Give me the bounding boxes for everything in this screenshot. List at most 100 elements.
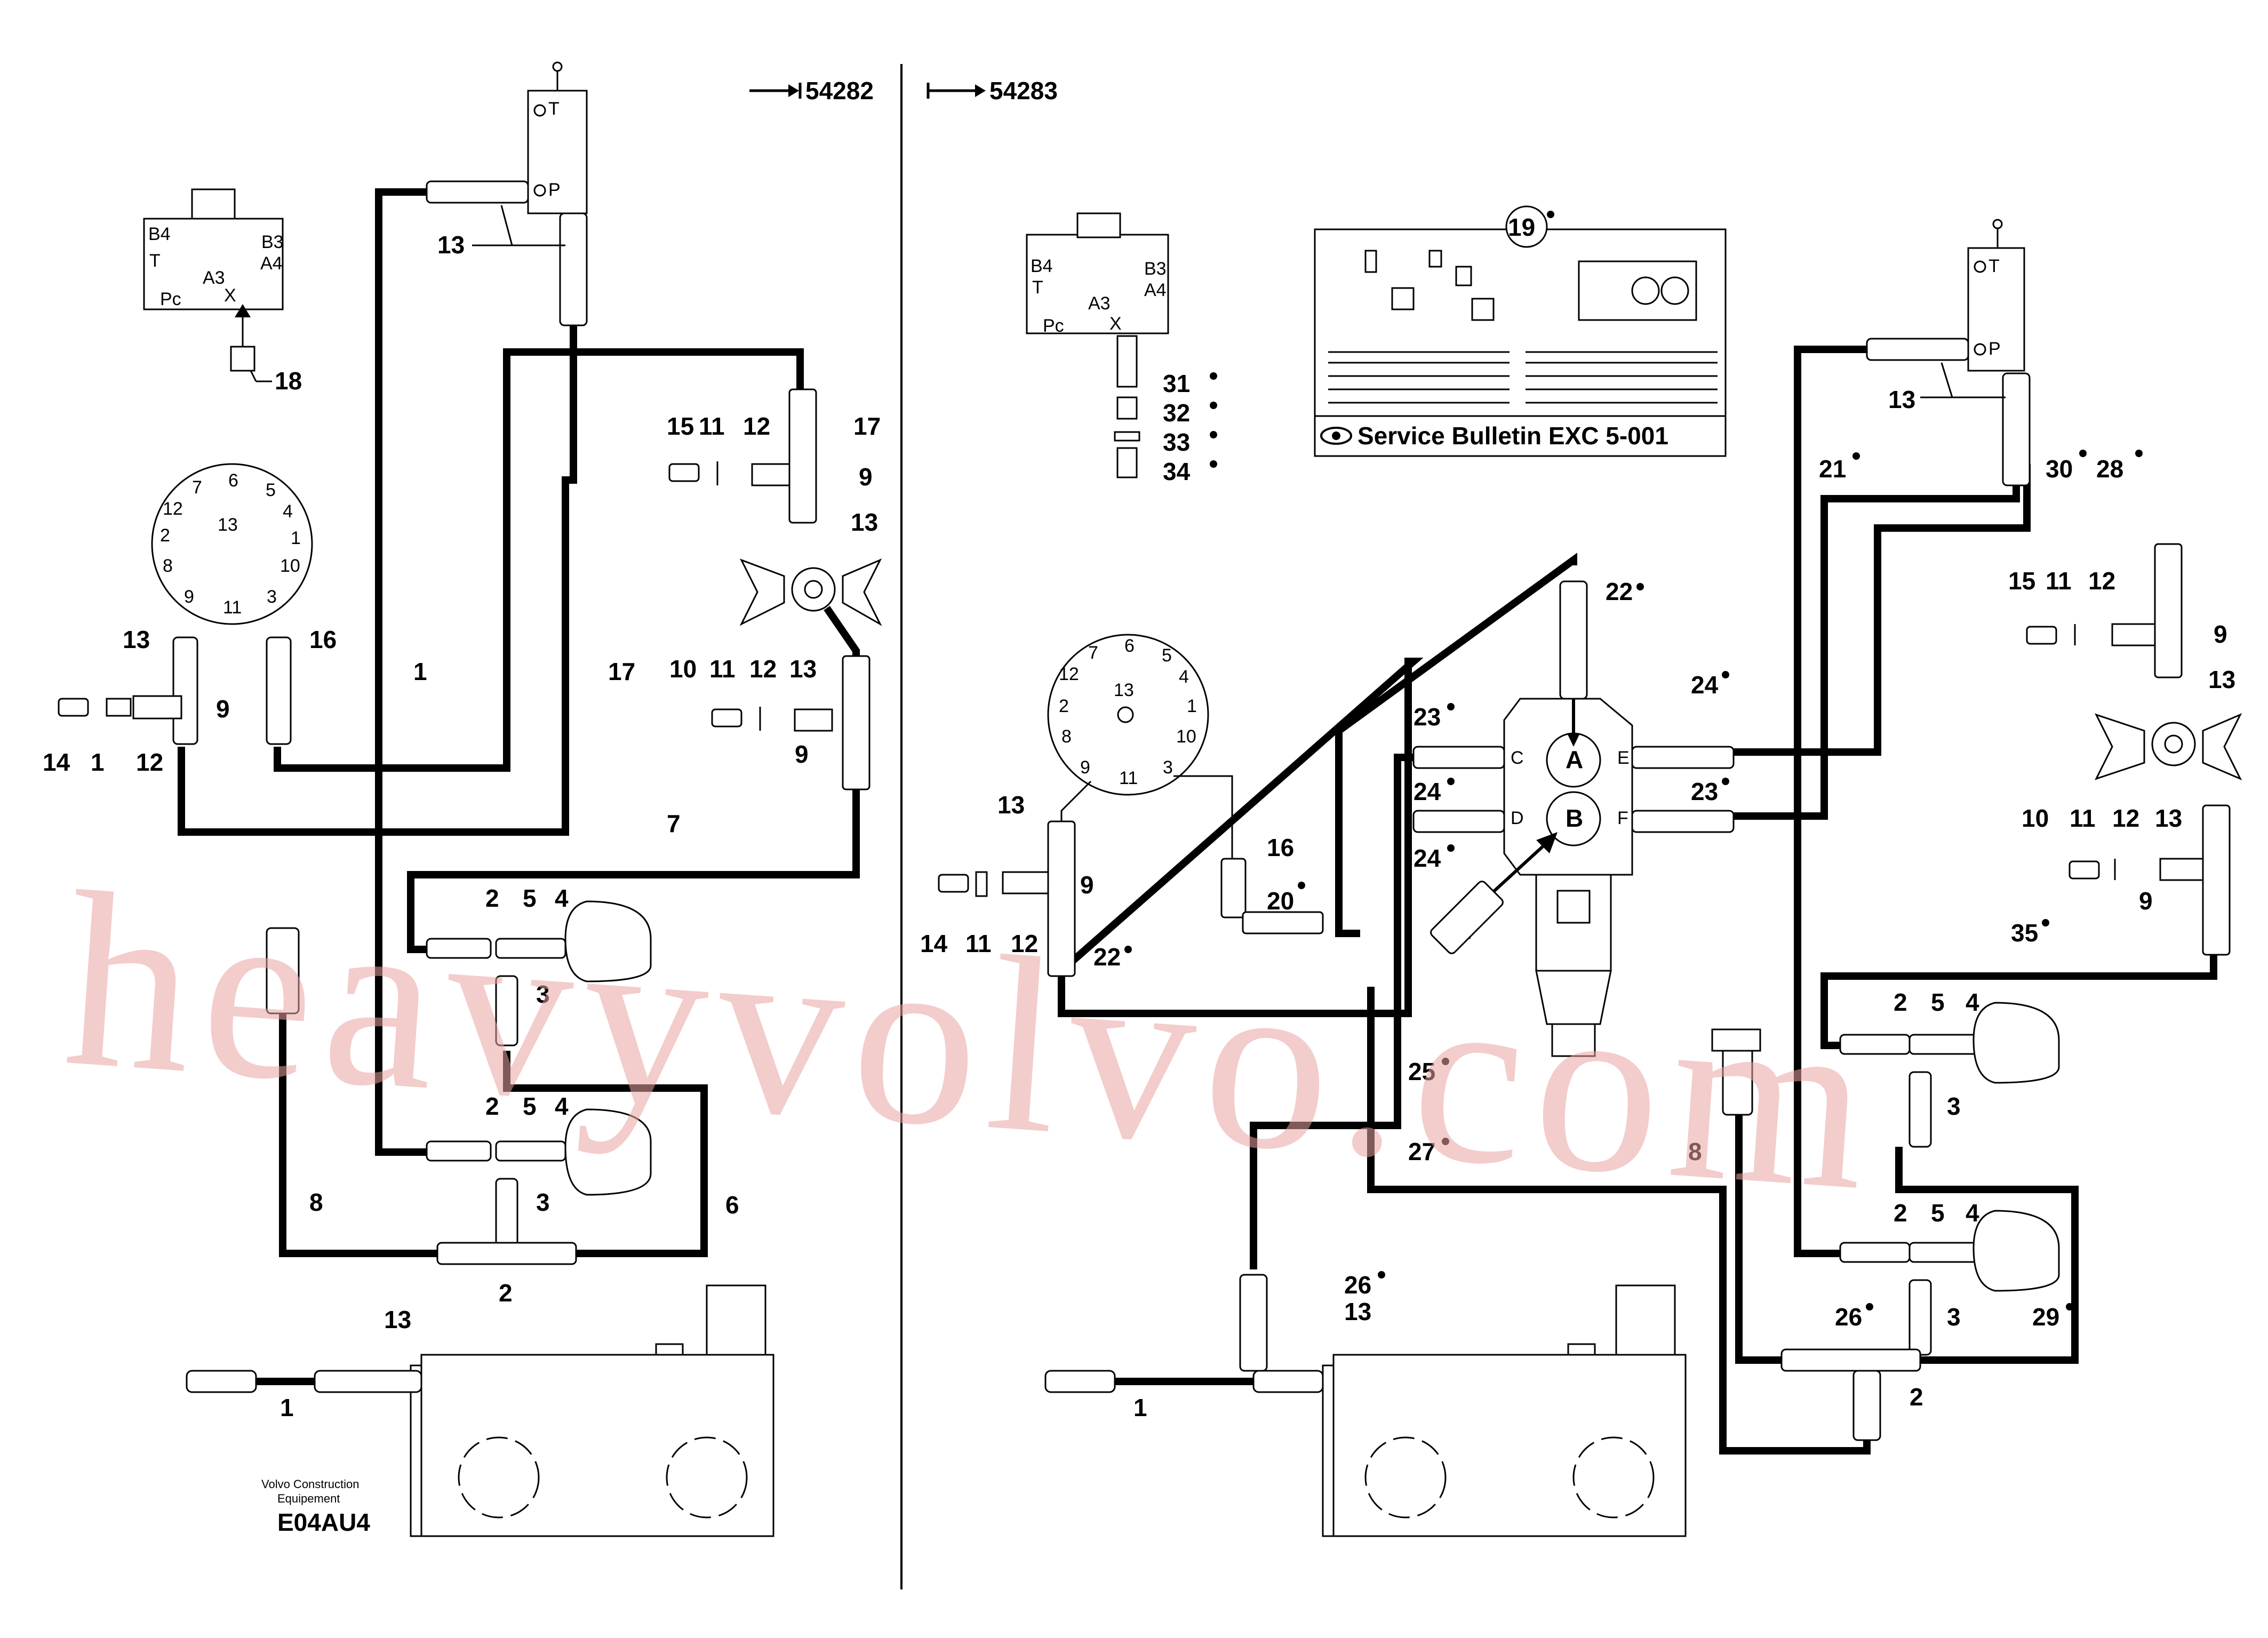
- service-bulletin-box[interactable]: 19 Service Bulletin EX: [1314, 205, 1727, 457]
- label-24b: 24: [1413, 778, 1441, 805]
- accumulator-upper[interactable]: [426, 900, 652, 1046]
- label-4b: 4: [555, 1092, 569, 1120]
- fitting-30: [2002, 372, 2031, 486]
- label-r13e: 13: [1344, 1298, 1371, 1325]
- label-16: 16: [309, 626, 337, 653]
- label-14: 14: [43, 748, 70, 776]
- label-9b: 9: [795, 740, 809, 768]
- tank-r-p: P: [1989, 339, 2001, 359]
- pump-block-right[interactable]: [1322, 1284, 1687, 1537]
- gauge-r-pin: 11: [1119, 768, 1138, 788]
- gauge-l-pin: 6: [228, 470, 238, 491]
- tee-9-upper: [788, 388, 817, 524]
- switch-10[interactable]: [711, 708, 742, 728]
- accumulator-lower[interactable]: [426, 1108, 652, 1249]
- vb-t: T: [149, 251, 161, 271]
- gauge-r-pin: 5: [1162, 645, 1172, 666]
- gauge-l-pin: 1: [291, 528, 301, 548]
- label-r14: 14: [920, 930, 948, 957]
- label-11: 11: [699, 412, 725, 440]
- cv-b: B: [1566, 804, 1583, 832]
- label-r13d: 13: [997, 791, 1025, 819]
- callout-dots: [1124, 372, 2143, 1311]
- gauge-l-pin: 12: [163, 499, 183, 519]
- label-18: 18: [275, 367, 302, 395]
- gauge-l-pin: 10: [280, 556, 300, 576]
- switch-14[interactable]: [58, 698, 89, 717]
- label-5: 5: [523, 884, 537, 912]
- ref-right[interactable]: 54283: [927, 77, 1058, 105]
- fitting-r-down: [1852, 1370, 1881, 1441]
- switch-15r[interactable]: [2026, 626, 2057, 645]
- vbr-a3: A3: [1088, 293, 1111, 314]
- hose-1: [375, 188, 437, 1156]
- switch-14r[interactable]: [938, 874, 969, 893]
- gauge-left[interactable]: 7 6 5 12 4 13 2 1 8 10 9 11 3: [151, 463, 313, 625]
- label-13d: 13: [123, 626, 150, 653]
- vb-x: X: [224, 285, 236, 306]
- fitting-16-r: [1220, 858, 1247, 918]
- accumulator-r-upper[interactable]: [1839, 1002, 2060, 1148]
- fitting-top-left: [426, 180, 529, 204]
- valve-block-left[interactable]: B4 B3 T A4 A3 Pc X: [143, 188, 284, 372]
- label-28: 28: [2096, 455, 2123, 483]
- label-r3b: 3: [1947, 1303, 1961, 1331]
- left-circuit: T P B4 B3 T A4 A3 Pc X 18 7 6: [43, 61, 882, 1537]
- control-valve[interactable]: A B C D E F: [1503, 698, 1633, 1057]
- hose-7: [407, 789, 860, 953]
- gauge-r-pin: 13: [1114, 680, 1134, 700]
- fitting-20: [1242, 911, 1324, 934]
- tank-block-right[interactable]: T P: [1967, 219, 2025, 372]
- gauge-l-pin: 4: [283, 501, 293, 522]
- vb-a4: A4: [260, 253, 283, 274]
- label-r12c: 12: [1011, 930, 1038, 957]
- label-12b: 12: [749, 655, 777, 683]
- pump-block-left[interactable]: [410, 1284, 774, 1537]
- cv-c: C: [1511, 748, 1524, 768]
- vbr-t: T: [1032, 277, 1043, 298]
- label-r2c: 2: [1910, 1383, 1923, 1411]
- hose-8r: [1735, 1099, 1782, 1364]
- label-r9: 9: [2214, 620, 2227, 648]
- gauge-l-pin: 7: [192, 477, 202, 498]
- fitting-8: [266, 927, 300, 1014]
- fitting-23-c: [1412, 746, 1505, 769]
- gauge-right[interactable]: 7 6 5 12 4 13 2 1 8 10 9 11 3: [1047, 634, 1209, 796]
- label-2c: 2: [499, 1279, 513, 1307]
- hose-6: [503, 1051, 708, 1257]
- hydraulic-motor-left[interactable]: [739, 558, 882, 626]
- switch-10r[interactable]: [2069, 860, 2100, 880]
- fitting-top-down: [559, 212, 588, 326]
- accumulator-r-lower[interactable]: [1839, 1210, 2060, 1356]
- hose-30: [1734, 469, 2020, 820]
- label-r5: 5: [1931, 988, 1945, 1016]
- gauge-r-pin: 7: [1088, 643, 1098, 663]
- label-13e: 13: [384, 1306, 411, 1333]
- label-r16: 16: [1267, 834, 1294, 861]
- right-circuit: 19 Service Bulletin EX: [920, 205, 2242, 1537]
- label-r3: 3: [1947, 1092, 1961, 1120]
- cv-f: F: [1617, 808, 1628, 828]
- tee-9-lower: [842, 655, 871, 790]
- tank-block-left[interactable]: T P: [527, 61, 588, 214]
- cv-d: D: [1511, 808, 1524, 828]
- switch-15[interactable]: [668, 463, 700, 482]
- label-r4: 4: [1966, 988, 1979, 1016]
- label-15: 15: [667, 412, 694, 440]
- footer-code: E04AU4: [277, 1508, 370, 1536]
- label-r9b: 9: [2139, 887, 2153, 915]
- tee-9-r-gauge: [1047, 820, 1076, 977]
- label-29: 29: [2032, 1303, 2059, 1331]
- label-11b: 11: [709, 655, 736, 683]
- label-24: 24: [1691, 671, 1719, 699]
- hydraulic-motor-right[interactable]: [2095, 713, 2242, 780]
- label-r4b: 4: [1966, 1199, 1979, 1227]
- valve-block-right[interactable]: B4 B3 T A4 A3 Pc X: [1026, 212, 1169, 478]
- label-6: 6: [725, 1191, 739, 1219]
- label-r8: 8: [1688, 1138, 1702, 1165]
- vbr-x: X: [1109, 314, 1122, 334]
- ref-left[interactable]: 54282: [749, 77, 874, 105]
- vbr-b3: B3: [1144, 259, 1167, 279]
- label-33: 33: [1163, 428, 1190, 456]
- gauge-r-pin: 10: [1176, 726, 1196, 747]
